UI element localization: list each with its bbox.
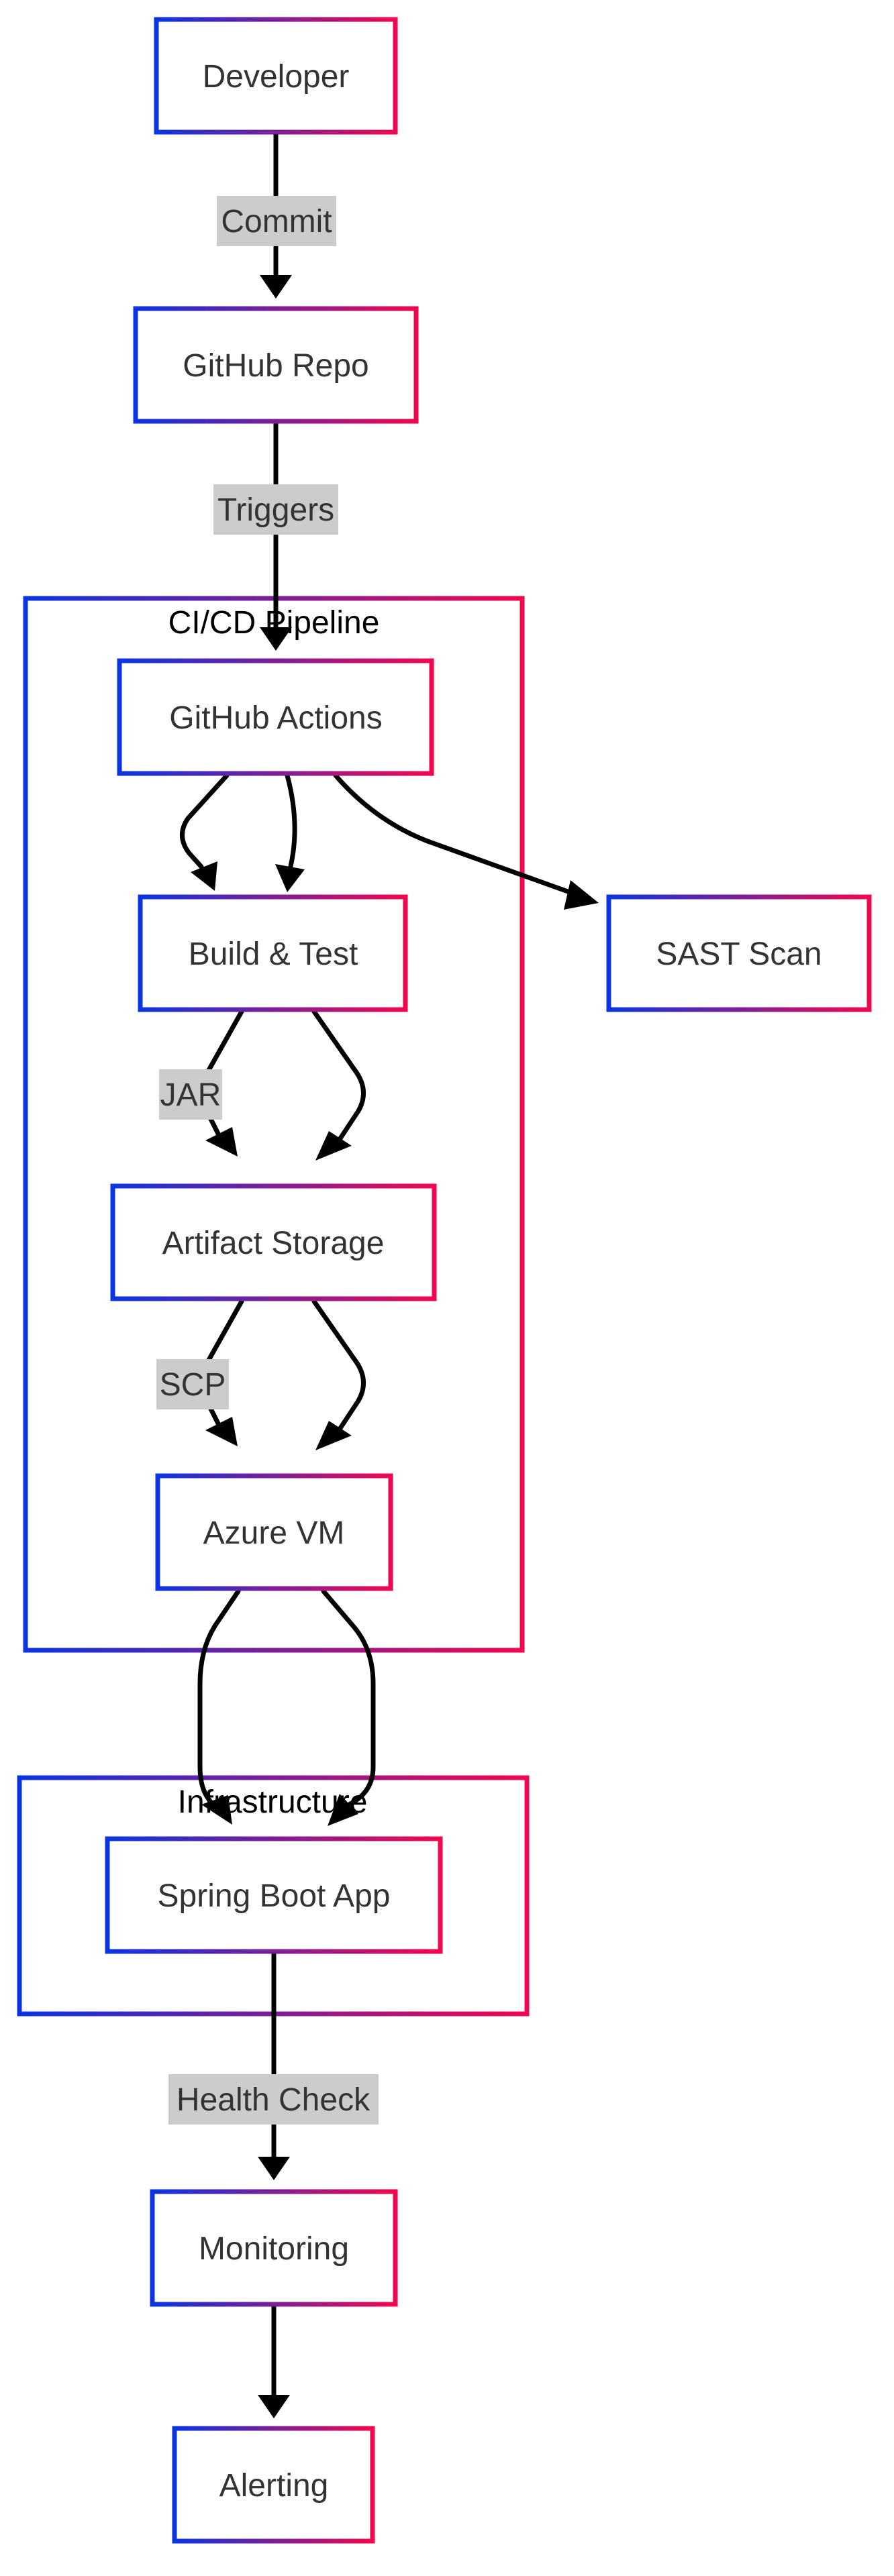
node-sast-scan-label: SAST Scan: [656, 936, 822, 972]
edge-build-to-artifact-b: [311, 1009, 366, 1143]
node-developer-label: Developer: [203, 59, 350, 95]
edge-label-scp: SCP: [156, 1359, 229, 1409]
edge-build-to-artifact-a: [202, 1009, 244, 1080]
edge-artifact-to-vm-b: [311, 1299, 366, 1433]
node-artifact-storage-label: Artifact Storage: [162, 1226, 385, 1261]
edge-label-triggers: Triggers: [213, 484, 338, 535]
node-azure-vm-label: Azure VM: [203, 1515, 345, 1551]
node-alerting: Alerting: [172, 2426, 375, 2544]
edge-label-commit-text: Commit: [221, 204, 332, 239]
node-monitoring-label: Monitoring: [199, 2231, 349, 2267]
arrowhead-icon: [260, 627, 292, 651]
node-github-repo: GitHub Repo: [133, 306, 419, 424]
node-build-test: Build & Test: [138, 894, 408, 1012]
cluster-title-cicd: CI/CD Pipeline: [168, 605, 380, 641]
node-github-repo-label: GitHub Repo: [183, 348, 368, 384]
cluster-title-infrastructure: Infrastructure: [178, 1784, 368, 1820]
node-github-actions-label: GitHub Actions: [169, 700, 382, 736]
edge-actions-to-sast: [333, 773, 580, 898]
node-spring-boot-app-label: Spring Boot App: [158, 1878, 391, 1914]
arrowhead-icon: [328, 1794, 358, 1826]
edge-label-health-check-text: Health Check: [177, 2082, 370, 2118]
node-spring-boot-app: Spring Boot App: [105, 1836, 443, 1954]
node-sast-scan: SAST Scan: [606, 894, 872, 1012]
node-github-actions: GitHub Actions: [117, 658, 434, 776]
arrowhead-icon: [201, 1795, 232, 1825]
edge-label-health-check: Health Check: [168, 2074, 379, 2125]
edge-label-jar: JAR: [159, 1069, 222, 1120]
edge-label-jar-text: JAR: [160, 1077, 221, 1113]
edge-label-triggers-text: Triggers: [217, 492, 334, 528]
node-build-test-label: Build & Test: [189, 936, 358, 972]
arrowhead-icon: [315, 1421, 352, 1450]
edge-vm-to-app-b: [321, 1589, 376, 1807]
edge-label-scp-text: SCP: [160, 1367, 226, 1403]
arrowhead-icon: [258, 2157, 290, 2180]
edge-actions-to-build-a: [180, 773, 230, 869]
arrowhead-icon: [205, 1417, 238, 1446]
node-azure-vm: Azure VM: [155, 1473, 393, 1591]
edge-label-commit: Commit: [217, 196, 336, 246]
edge-artifact-to-vm-a: [202, 1299, 244, 1370]
arrowhead-icon: [275, 864, 305, 892]
arrowhead-icon: [205, 1127, 238, 1157]
arrowhead-icon: [258, 2395, 290, 2418]
arrowhead-icon: [191, 861, 217, 891]
arrowhead-icon: [260, 275, 292, 299]
arrowhead-icon: [315, 1131, 352, 1161]
node-monitoring: Monitoring: [150, 2189, 398, 2307]
arrowhead-icon: [564, 880, 599, 910]
edge-vm-to-app-a: [197, 1589, 241, 1807]
node-alerting-label: Alerting: [219, 2468, 329, 2504]
edge-actions-to-build-b: [285, 773, 297, 872]
node-artifact-storage: Artifact Storage: [110, 1183, 437, 1301]
node-developer: Developer: [154, 17, 398, 135]
